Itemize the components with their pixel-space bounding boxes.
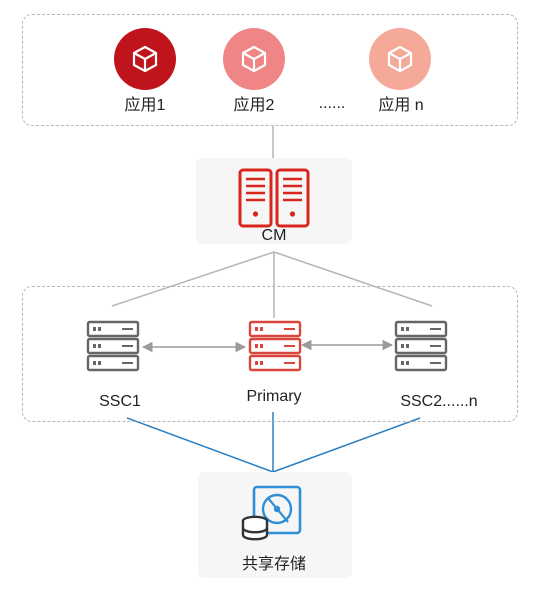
- shared-storage-icon: [241, 485, 302, 541]
- cm-to-ssc1-line: [111, 251, 275, 307]
- ssc1-server-icon[interactable]: [86, 320, 140, 372]
- cm-tile[interactable]: [196, 158, 352, 244]
- cluster-group: [22, 286, 518, 422]
- ssc1-to-storage-line: [126, 417, 274, 473]
- primary-label: Primary: [246, 388, 302, 405]
- app-n-node[interactable]: [369, 28, 431, 90]
- cube-icon: [241, 45, 267, 73]
- cube-icon: [387, 45, 413, 73]
- ssc1-label: SSC1: [99, 393, 141, 410]
- app-n-label: 应用 n: [378, 97, 424, 114]
- apps-group: [22, 14, 518, 126]
- storage-tile[interactable]: [198, 472, 352, 578]
- primary-server-icon[interactable]: [248, 320, 302, 372]
- apps-ellipsis: ......: [318, 95, 346, 112]
- app-2-label: 应用2: [233, 97, 275, 114]
- server-pair-icon: [238, 168, 310, 228]
- storage-label: 共享存储: [241, 556, 307, 573]
- ssc2-server-icon[interactable]: [394, 320, 448, 372]
- cube-icon: [132, 45, 158, 73]
- ssc2-to-storage-line: [272, 417, 421, 473]
- app-2-node[interactable]: [223, 28, 285, 90]
- ssc2-label: SSC2......n: [400, 393, 478, 410]
- cm-label: CM: [261, 227, 287, 244]
- app-1-label: 应用1: [124, 97, 166, 114]
- app-1-node[interactable]: [114, 28, 176, 90]
- cm-to-ssc2-line: [273, 251, 433, 307]
